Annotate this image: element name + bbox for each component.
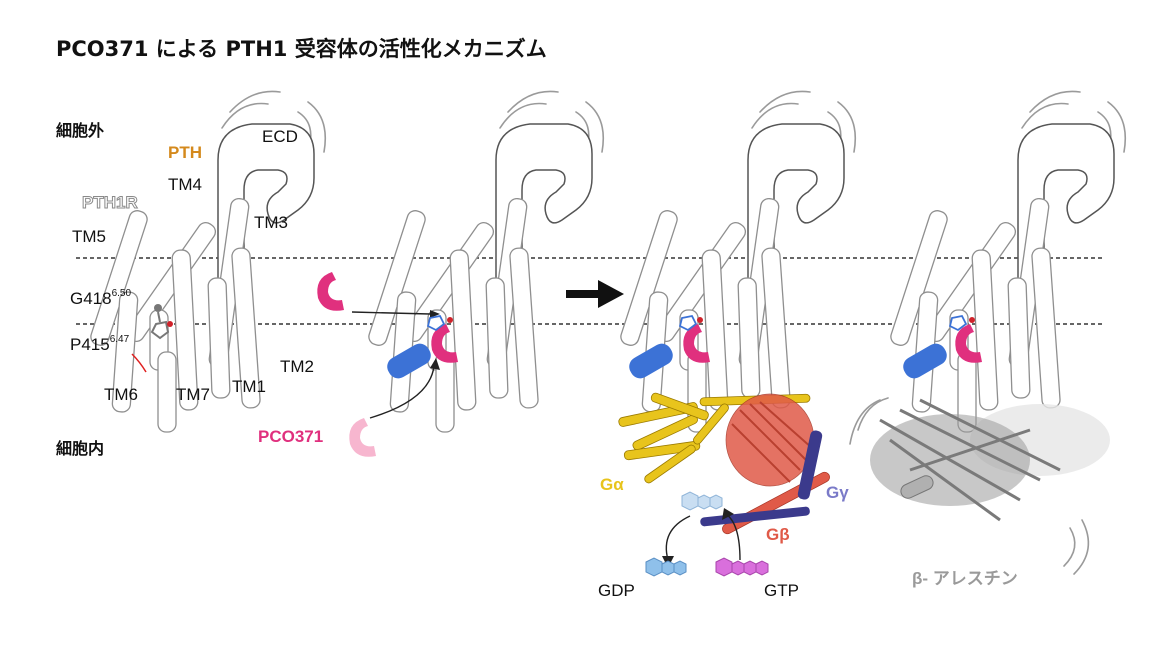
label-tm1: TM1: [232, 377, 266, 396]
residue-ring-2: [426, 314, 446, 332]
tm-helix-3: [629, 343, 673, 379]
nucleotide-exchange: GDP GTP: [598, 491, 799, 600]
label-tm6: TM6: [104, 385, 138, 404]
label-ecd: ECD: [262, 127, 298, 146]
label-p415: P4156.47: [70, 334, 130, 354]
label-tm7: TM7: [176, 385, 210, 404]
pco371-entry-arrow: [369, 365, 435, 419]
label-tm4: TM4: [168, 175, 202, 194]
label-g-alpha: Gα: [600, 475, 624, 494]
label-g-gamma: Gγ: [826, 483, 849, 502]
binding-arrow-head: [430, 310, 440, 318]
tm-helix-2: [387, 343, 431, 379]
pco371-light: [349, 418, 376, 457]
residue-dot-4: [969, 317, 975, 323]
gdp-in-pocket: [681, 491, 723, 511]
g-gamma-subunit: [700, 430, 823, 527]
label-gdp: GDP: [598, 581, 635, 600]
tm-helix-4: [903, 343, 947, 379]
pco371-free: [317, 272, 344, 311]
label-g-beta: Gβ: [766, 525, 790, 544]
label-beta-arrestin: β- アレスチン: [912, 569, 1018, 588]
label-gtp: GTP: [764, 581, 799, 600]
label-pth1r: PTH1R: [82, 193, 138, 212]
g-protein-complex: Gα Gγ Gβ: [600, 392, 849, 544]
receptor-panel-4: [888, 90, 1127, 433]
gtp-molecule: [715, 557, 769, 577]
receptor-panel-3: [618, 90, 857, 433]
gdp-molecule: [645, 557, 687, 577]
label-pth: PTH: [168, 143, 202, 162]
residue-g418-p415: [131, 304, 173, 373]
residue-ring-4: [948, 314, 968, 332]
pco371-entry-arrow-head: [430, 358, 440, 370]
residue-dot-2: [447, 317, 453, 323]
label-intracellular: 細胞内: [56, 439, 104, 458]
binding-arrow: [351, 311, 431, 315]
label-tm3: TM3: [254, 213, 288, 232]
transition-arrow: [566, 280, 624, 308]
label-pco371: PCO371: [258, 427, 323, 446]
diagram-title: PCO371 による PTH1 受容体の活性化メカニズム: [56, 37, 547, 61]
receptor-panel-2: [366, 90, 605, 433]
residue-dot-3: [697, 317, 703, 323]
label-g418: G4186.50: [70, 288, 131, 308]
label-tm2: TM2: [280, 357, 314, 376]
beta-arrestin-structure: [849, 397, 1110, 575]
residue-ring-3: [678, 314, 698, 332]
label-tm5: TM5: [72, 227, 106, 246]
label-extracellular: 細胞外: [56, 121, 104, 140]
